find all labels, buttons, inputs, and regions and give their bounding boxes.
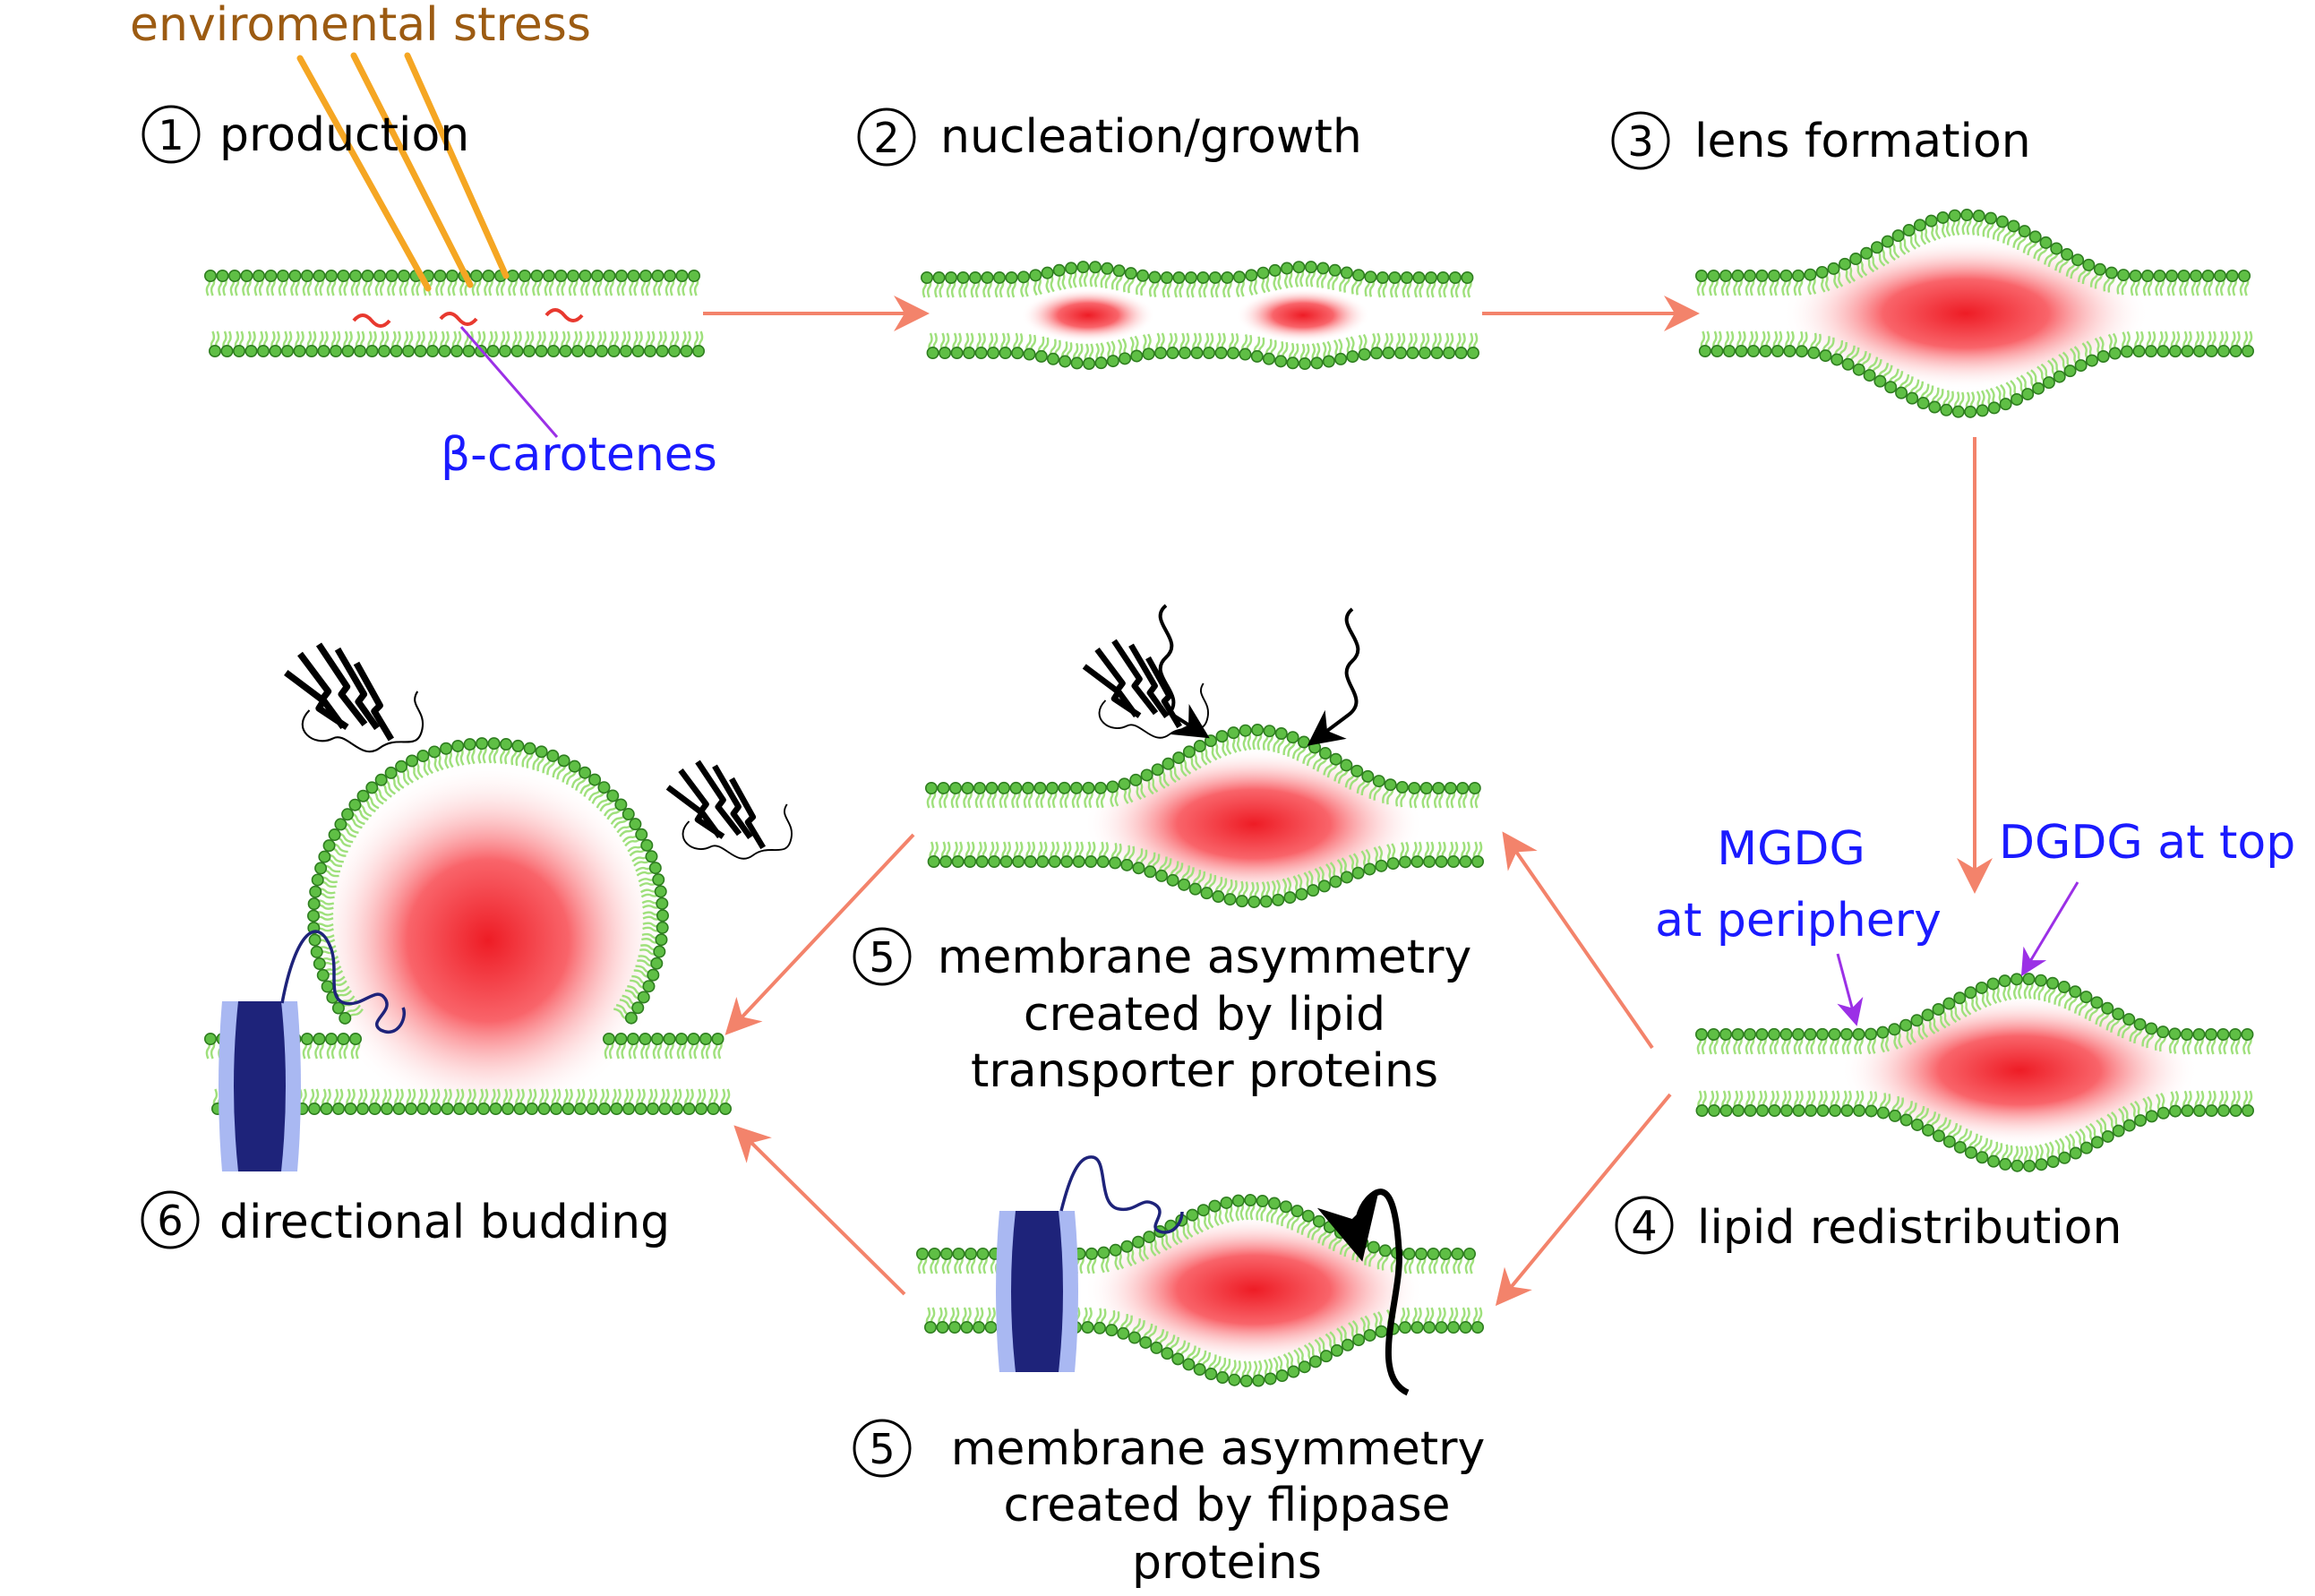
dgdg-label: DGDG at top	[1999, 816, 2295, 870]
step-1-number: 1	[141, 105, 201, 164]
svg-text:5: 5	[869, 1425, 895, 1473]
svg-text:3: 3	[1627, 117, 1653, 166]
step-4-number: 4	[1615, 1196, 1674, 1255]
transmembrane-channel-protein	[219, 930, 406, 1171]
svg-text:5: 5	[869, 933, 895, 982]
step-2-label: nucleation/growth	[940, 110, 1362, 164]
stress-rays	[296, 52, 510, 292]
outer-leaflet-right	[602, 1033, 725, 1060]
nascent-droplet	[1236, 288, 1370, 342]
carotene-label: β-carotenes	[441, 428, 717, 482]
step-5a-label: membrane asymmetry	[938, 931, 1472, 984]
step-3-label: lens formation	[1694, 115, 2031, 168]
svg-text:2: 2	[873, 114, 899, 162]
step-1-label: production	[219, 108, 469, 162]
bud-leaflet	[307, 737, 669, 1025]
svg-text:1: 1	[158, 111, 184, 159]
mgdg-pointer	[1836, 953, 1864, 1026]
flippase-flip-arrow	[1316, 1188, 1410, 1396]
step-5a-label: transporter proteins	[971, 1044, 1438, 1098]
outer-leaflet	[204, 269, 700, 296]
outer-leaflet	[1695, 209, 2251, 296]
nascent-droplet	[1021, 288, 1155, 342]
lens-droplet	[1782, 237, 2149, 390]
inner-leaflet	[1695, 1090, 2255, 1172]
flippase-protein	[996, 1155, 1184, 1372]
lens-droplet	[1840, 994, 2199, 1146]
incoming-lipid-squiggles	[1158, 604, 1360, 746]
lipid-droplets	[309, 237, 2199, 1366]
inner-leaflet	[927, 841, 1485, 908]
dgdg-pointer	[2020, 881, 2079, 977]
arrow-5a-to-6	[725, 833, 915, 1035]
inner-leaflet	[209, 330, 705, 357]
stress-label: enviromental stress	[130, 0, 591, 52]
arrow-4-to-5b	[1495, 1093, 1672, 1307]
step-6-label: directional budding	[219, 1196, 670, 1249]
svg-text:4: 4	[1631, 1202, 1657, 1250]
membrane-step-1	[204, 269, 705, 357]
membrane-step-2	[921, 261, 1480, 370]
peripheral-protein	[284, 642, 424, 753]
membrane-step-4	[1695, 973, 2255, 1172]
budding-droplet	[309, 761, 667, 1120]
step-5b-label: proteins	[1132, 1536, 1322, 1590]
step-6-number: 6	[141, 1190, 200, 1249]
step-5a-number: 5	[853, 927, 912, 986]
carotene-pointer-line	[459, 326, 559, 438]
protein-coil	[280, 930, 406, 1034]
step-2-number: 2	[857, 107, 916, 167]
outer-leaflet	[1695, 973, 2254, 1055]
membrane-step-5a	[925, 724, 1485, 908]
svg-text:6: 6	[157, 1197, 183, 1245]
step-3-number: 3	[1611, 111, 1670, 170]
inner-leaflet	[1698, 330, 2255, 418]
arrow-4-to-5a	[1502, 831, 1654, 1050]
step-5a-label: created by lipid	[1024, 988, 1385, 1042]
membrane-step-3	[1695, 209, 2255, 418]
membrane-proteins	[219, 639, 1209, 1372]
step-4-label: lipid redistribution	[1697, 1201, 2122, 1255]
beta-carotene-molecules	[352, 308, 584, 328]
mgdg-label: at periphery	[1655, 894, 1942, 948]
outer-leaflet	[925, 724, 1481, 809]
step-5b-label: membrane asymmetry	[951, 1422, 1486, 1476]
step-5b-number: 5	[853, 1419, 912, 1478]
step-5b-label: created by flippase	[1003, 1479, 1450, 1532]
peripheral-protein	[665, 759, 793, 860]
arrow-5b-to-6	[733, 1125, 906, 1296]
inner-leaflet	[926, 332, 1480, 370]
lens-droplet	[1084, 748, 1424, 900]
outer-leaflet	[921, 261, 1474, 298]
mgdg-label: MGDG	[1717, 822, 1865, 876]
peripheral-protein	[1082, 639, 1209, 739]
membranes	[204, 209, 2255, 1387]
flow-arrows	[703, 296, 1993, 1307]
protein-coil	[1059, 1155, 1184, 1234]
